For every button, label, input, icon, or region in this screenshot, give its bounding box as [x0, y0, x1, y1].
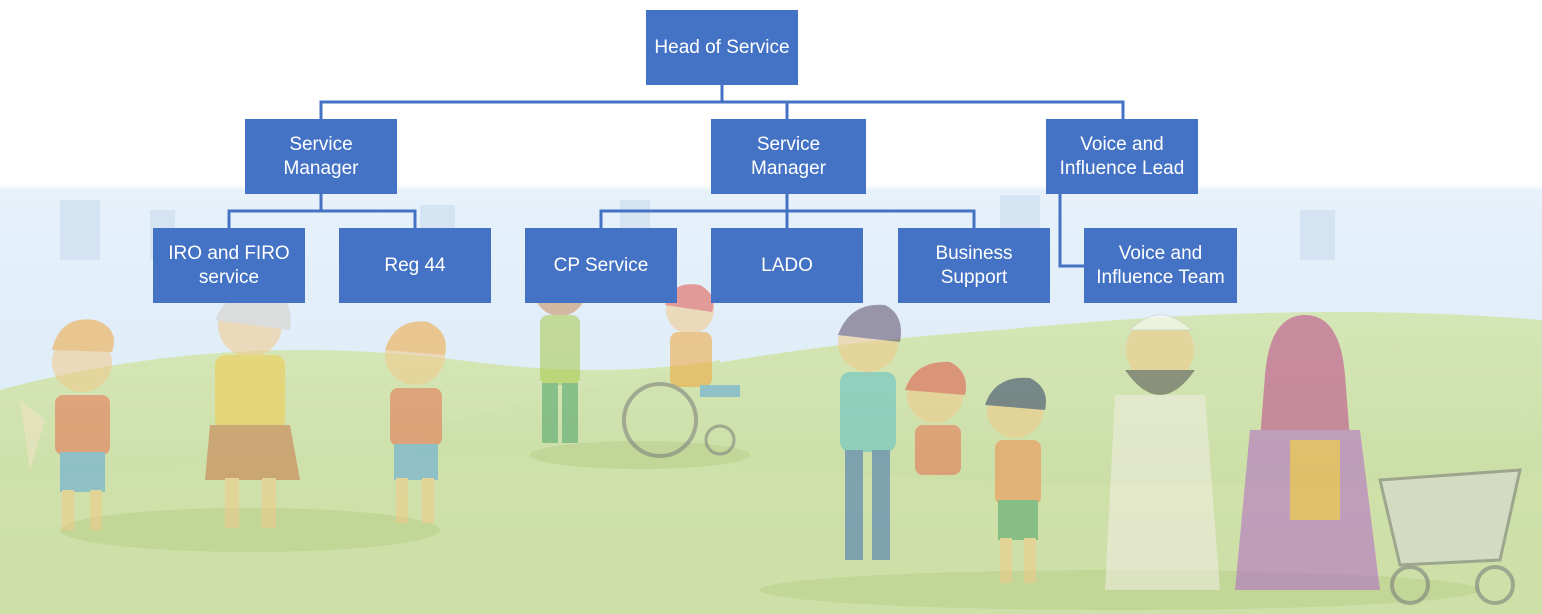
lado-box: LADO	[711, 228, 863, 303]
iro-firo-service-box: IRO and FIRO service	[153, 228, 305, 303]
reg-44-box: Reg 44	[339, 228, 491, 303]
voice-influence-team-box: Voice and Influence Team	[1084, 228, 1237, 303]
voice-influence-lead-box: Voice and Influence Lead	[1046, 119, 1198, 194]
service-manager-left-box: Service Manager	[245, 119, 397, 194]
stroller-illustration	[1378, 468, 1522, 605]
cp-service-box: CP Service	[525, 228, 677, 303]
people-group-right	[838, 304, 1522, 605]
people-group-left	[20, 289, 446, 530]
business-support-box: Business Support	[898, 228, 1050, 303]
head-of-service-box: Head of Service	[646, 10, 798, 85]
service-manager-center-box: Service Manager	[711, 119, 866, 194]
